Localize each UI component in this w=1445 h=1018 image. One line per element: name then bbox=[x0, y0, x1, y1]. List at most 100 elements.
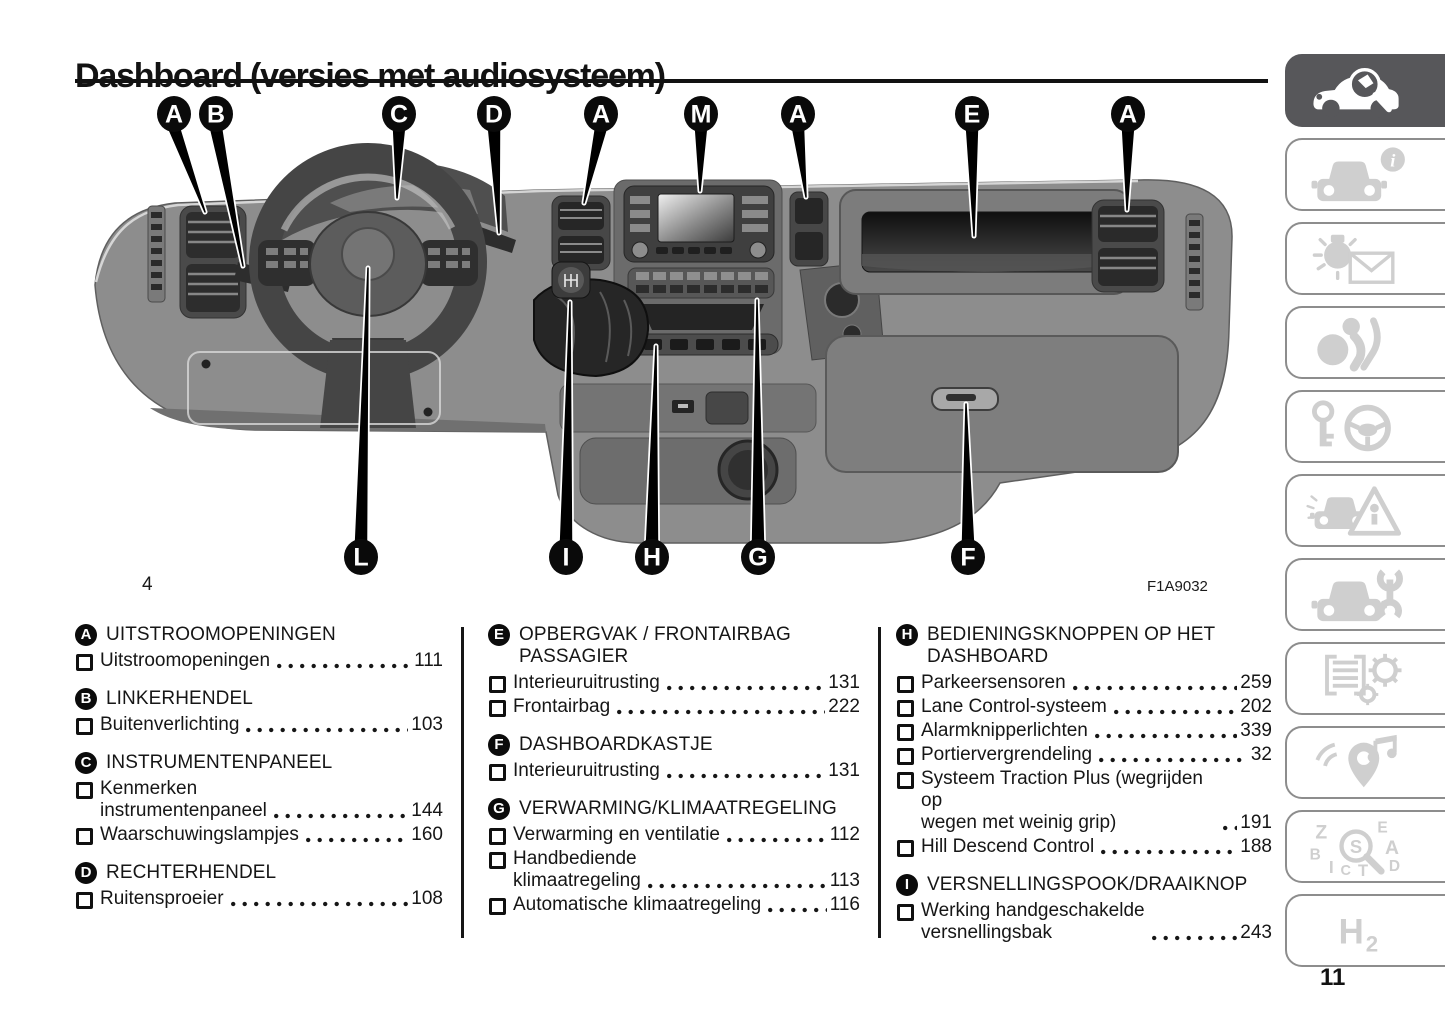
svg-text:T: T bbox=[1358, 862, 1368, 877]
dot-leader bbox=[277, 658, 412, 670]
section-title: VERSNELLINGSPOOK/DRAAIKNOP bbox=[927, 874, 1248, 895]
entry-label: Systeem Traction Plus (wegrijden op wege… bbox=[921, 768, 1203, 833]
column-divider bbox=[878, 627, 881, 938]
index-entry: Hill Descend Control 188 bbox=[896, 836, 1272, 858]
entry-label: Waarschuwingslampjes bbox=[100, 824, 299, 845]
index-entry: Ruitensproeier 108 bbox=[75, 888, 443, 910]
index-section: H BEDIENINGSKNOPPEN OP HET DASHBOARD Par… bbox=[896, 624, 1272, 858]
tray-screw bbox=[201, 359, 211, 369]
emergency-triangle-icon bbox=[1306, 485, 1402, 536]
entry-page-number: 339 bbox=[1240, 720, 1272, 741]
callout-H: H bbox=[635, 343, 669, 575]
callout-letter: D bbox=[485, 101, 503, 129]
checkbox-icon bbox=[897, 904, 914, 921]
entry-page-number: 108 bbox=[411, 888, 443, 909]
svg-text:D: D bbox=[1389, 858, 1400, 875]
checkbox-icon bbox=[489, 676, 506, 693]
section-title: LINKERHENDEL bbox=[106, 688, 253, 709]
section-letter-badge: D bbox=[75, 862, 97, 884]
chapter-tab-vehicle-overview[interactable] bbox=[1285, 54, 1445, 127]
dot-leader bbox=[617, 704, 826, 716]
callout-F: F bbox=[951, 401, 985, 575]
section-title: RECHTERHENDEL bbox=[106, 862, 277, 883]
radio-unit bbox=[623, 185, 775, 263]
checkbox-icon bbox=[897, 840, 914, 857]
svg-text:S: S bbox=[1350, 835, 1362, 856]
dot-leader bbox=[1113, 704, 1238, 716]
multimedia-icon bbox=[1315, 734, 1397, 787]
index-entry: Parkeersensoren 259 bbox=[896, 672, 1272, 694]
dot-leader bbox=[246, 722, 409, 734]
section-letter-badge: I bbox=[896, 874, 918, 896]
dot-leader bbox=[666, 680, 826, 692]
callout-A: A bbox=[1111, 96, 1145, 213]
chapter-tab-knowing-vehicle[interactable]: i bbox=[1285, 138, 1445, 211]
dot-leader bbox=[1223, 820, 1238, 832]
entry-label: Interieuruitrusting bbox=[513, 760, 660, 781]
callout-L: L bbox=[344, 265, 378, 575]
callout-A: A bbox=[781, 96, 815, 200]
index-entry: Alarmknipperlichten 339 bbox=[896, 720, 1272, 742]
section-title: VERWARMING/KLIMAATREGELING bbox=[519, 798, 837, 819]
callout-M: M bbox=[684, 96, 718, 194]
svg-text:H: H bbox=[1339, 912, 1364, 951]
index-section: D RECHTERHENDEL Ruitensproeier 108 bbox=[75, 862, 443, 910]
chapter-tab-warning-lights[interactable] bbox=[1285, 222, 1445, 295]
checkbox-icon bbox=[897, 772, 914, 789]
callout-letter: A bbox=[789, 101, 807, 129]
entry-label: Handbediende klimaatregeling bbox=[513, 848, 641, 891]
entry-page-number: 131 bbox=[828, 760, 860, 781]
callout-A: A bbox=[581, 96, 618, 206]
h2-icon: H 2 bbox=[1339, 912, 1378, 956]
chapter-tab-emergency[interactable] bbox=[1285, 474, 1445, 547]
chapter-tab-starting-driving[interactable] bbox=[1285, 390, 1445, 463]
index-section: I VERSNELLINGSPOOK/DRAAIKNOP Werking han… bbox=[896, 874, 1272, 944]
storage-compartment bbox=[839, 189, 1131, 295]
dot-leader bbox=[273, 808, 409, 820]
dot-leader bbox=[768, 902, 827, 914]
entry-label: Werking handgeschakelde versnellingsbak bbox=[921, 900, 1145, 943]
callout-letter: A bbox=[165, 101, 183, 129]
index-entry: Werking handgeschakelde versnellingsbak … bbox=[896, 900, 1272, 944]
right-air-vent bbox=[1091, 199, 1165, 293]
tray-screw bbox=[423, 407, 433, 417]
dot-leader bbox=[1094, 728, 1238, 740]
chapter-tab-h2[interactable]: H 2 bbox=[1285, 894, 1445, 967]
entry-label: Hill Descend Control bbox=[921, 836, 1095, 857]
entry-page-number: 32 bbox=[1250, 744, 1272, 765]
index-entry: Waarschuwingslampjes 160 bbox=[75, 824, 443, 846]
checkbox-icon bbox=[897, 676, 914, 693]
chapter-tab-multimedia[interactable] bbox=[1285, 726, 1445, 799]
index-entry: Automatische klimaatregeling 116 bbox=[488, 894, 860, 916]
checkbox-icon bbox=[76, 892, 93, 909]
index-entry: Buitenverlichting 103 bbox=[75, 714, 443, 736]
key-steering-icon bbox=[1311, 399, 1391, 451]
checkbox-icon bbox=[897, 700, 914, 717]
callout-letter: E bbox=[964, 101, 981, 129]
warning-light-message-icon bbox=[1312, 234, 1395, 284]
callout-letter: A bbox=[592, 101, 610, 129]
section-title: DASHBOARDKASTJE bbox=[519, 734, 713, 755]
section-letter-badge: B bbox=[75, 688, 97, 710]
checkbox-icon bbox=[76, 782, 93, 799]
chapter-tab-technical-data[interactable] bbox=[1285, 642, 1445, 715]
left-door-vent bbox=[147, 205, 166, 303]
phone-cradle bbox=[705, 391, 749, 425]
chapter-tab-safety[interactable] bbox=[1285, 306, 1445, 379]
section-letter-badge: H bbox=[896, 624, 918, 646]
callout-letter: A bbox=[1119, 101, 1137, 129]
checkbox-icon bbox=[76, 718, 93, 735]
entry-page-number: 243 bbox=[1240, 922, 1272, 943]
checkbox-icon bbox=[489, 828, 506, 845]
dot-leader bbox=[727, 832, 827, 844]
airbag-safety-icon bbox=[1317, 316, 1381, 372]
checkbox-icon bbox=[76, 654, 93, 671]
entry-label: Ruitensproeier bbox=[100, 888, 224, 909]
entry-label: Interieuruitrusting bbox=[513, 672, 660, 693]
dot-leader bbox=[1072, 680, 1238, 692]
chapter-tab-service-maintenance[interactable] bbox=[1285, 558, 1445, 631]
callout-letter: B bbox=[207, 101, 225, 129]
right-door-vent bbox=[1185, 213, 1204, 311]
